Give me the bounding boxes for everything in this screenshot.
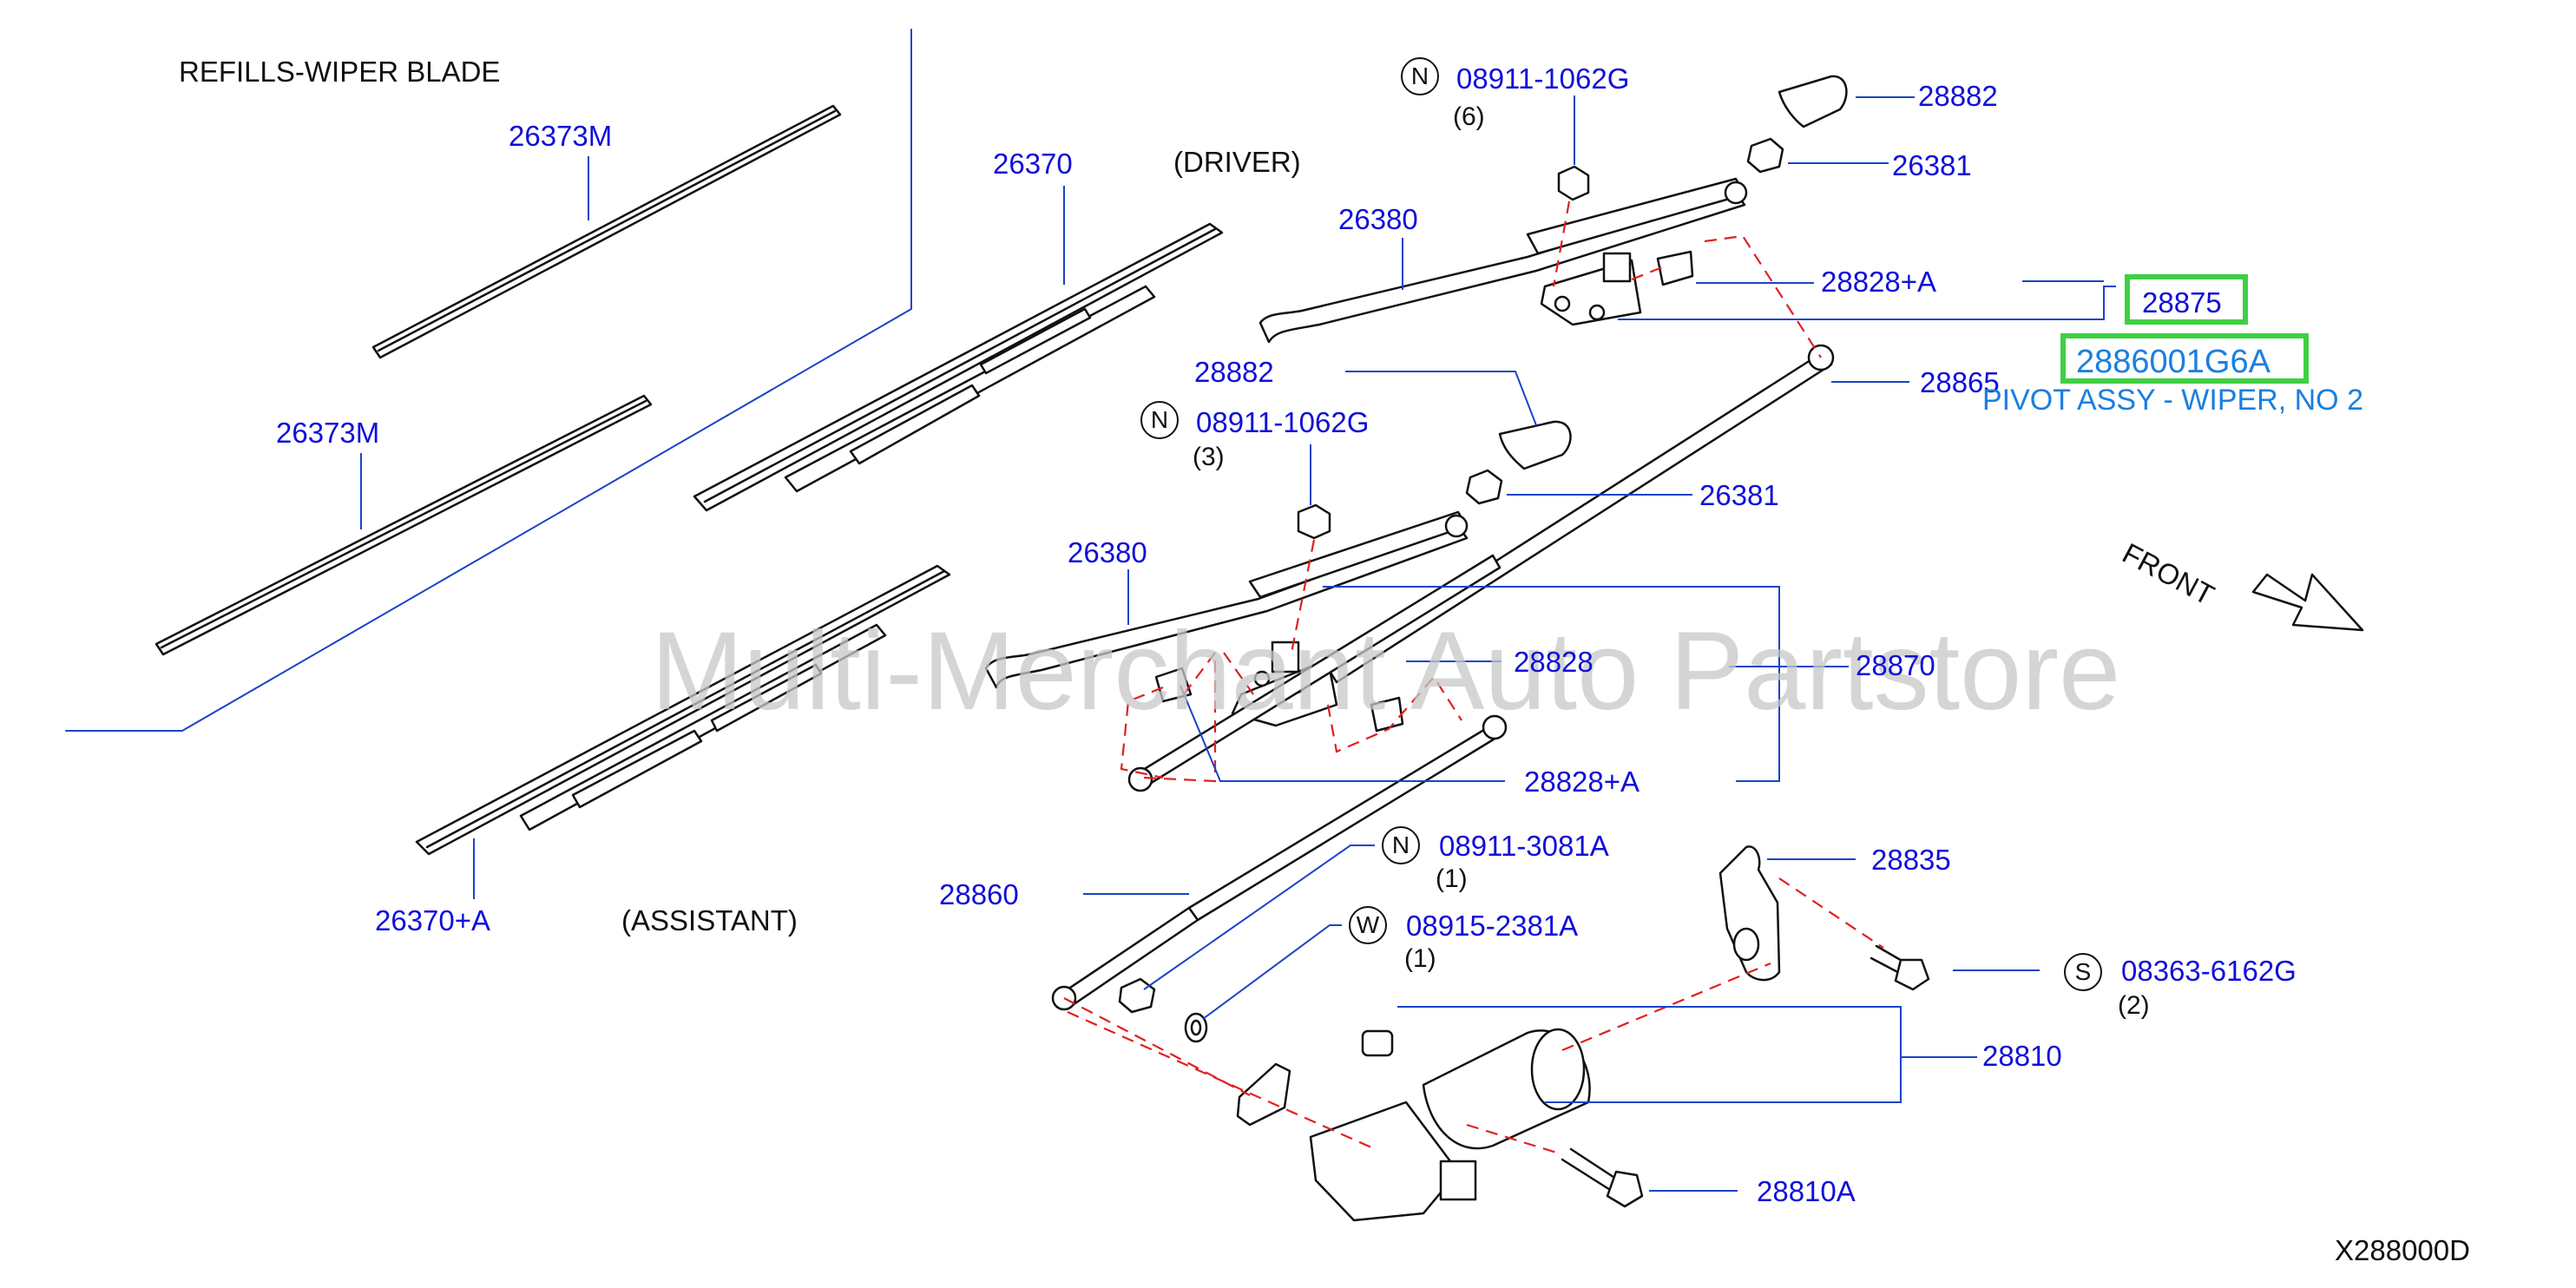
qty-screw-2: (2) xyxy=(2118,991,2150,1020)
leader-nut-3081 xyxy=(1143,844,1375,990)
leader-washer xyxy=(1202,924,1342,1020)
cap-28882-mid-drawing xyxy=(1498,420,1572,470)
bolt-28810A-drawing xyxy=(1561,1147,1644,1208)
front-arrow-drawing xyxy=(2251,573,2364,632)
part-label-blade-assistant[interactable]: 26370+A xyxy=(375,904,491,936)
highlight-box-part-number[interactable]: 2886001G6A xyxy=(2060,333,2309,384)
nut-26381-mid-drawing xyxy=(1465,469,1503,505)
refill-section-outline xyxy=(65,29,912,732)
screw-symbol: S xyxy=(2064,953,2102,991)
part-label-arm-driver[interactable]: 26380 xyxy=(1338,203,1418,235)
part-label-link-upper[interactable]: 28865 xyxy=(1920,366,2000,398)
highlight-description: PIVOT ASSY - WIPER, NO 2 xyxy=(1982,384,2363,417)
highlight-part-number: 2886001G6A xyxy=(2076,344,2270,380)
leader-linkage xyxy=(1323,586,1780,782)
part-label-cap-top[interactable]: 28882 xyxy=(1918,80,1998,112)
dash-bracket-screw xyxy=(1778,877,1884,949)
qty-nut-3: (3) xyxy=(1193,443,1225,471)
cap-28882-top-drawing xyxy=(1778,75,1848,128)
dash-motor-link xyxy=(1063,997,1251,1096)
highlight-box-pivot-assy[interactable]: 28875 xyxy=(2125,274,2248,325)
section-title: REFILLS-WIPER BLADE xyxy=(179,56,501,88)
part-label-pivot-assy: 28875 xyxy=(2142,286,2222,319)
leader-pivot-assy xyxy=(1618,286,2116,320)
part-label-refill-bottom[interactable]: 26373M xyxy=(276,417,380,449)
part-label-cap-mid[interactable]: 28882 xyxy=(1194,356,1274,388)
part-label-link-lower[interactable]: 28860 xyxy=(939,878,1019,910)
dash-lower-right-2 xyxy=(1223,652,1254,695)
part-label-bush-low[interactable]: 28828+A xyxy=(1524,766,1640,798)
part-label-nut-3[interactable]: 08911-1062G xyxy=(1196,406,1370,438)
upper-arm-drawing xyxy=(1258,177,1748,344)
screw-08363-drawing xyxy=(1870,944,1930,991)
nut-08911-mid-drawing xyxy=(1297,503,1331,540)
nut-symbol: N xyxy=(1382,826,1420,864)
watermark: Multi-Merchant Auto Partstore xyxy=(651,609,2121,733)
nut-08911-top-drawing xyxy=(1557,165,1590,201)
dash-motor-clip xyxy=(1067,1010,1372,1149)
part-label-bush-top[interactable]: 28828+A xyxy=(1821,266,1937,298)
washer-symbol: W xyxy=(1349,906,1387,944)
dash-motor-bracket xyxy=(1561,962,1771,1052)
dash-upper-bush xyxy=(1631,264,1667,281)
nut-08911-3081A-drawing xyxy=(1118,977,1156,1014)
dash-lower-left-2 xyxy=(1143,649,1217,783)
part-label-arm-assistant[interactable]: 26380 xyxy=(1068,536,1147,568)
leader-motor xyxy=(1397,1006,1902,1103)
qty-washer-1: (1) xyxy=(1404,944,1436,973)
bracket-28835-drawing xyxy=(1718,845,1781,982)
dash-motor-bolt xyxy=(1466,1123,1563,1156)
clip-drawing xyxy=(1236,1062,1291,1127)
nut-symbol: N xyxy=(1401,57,1439,95)
part-label-motor-bolt[interactable]: 28810A xyxy=(1757,1175,1856,1207)
part-label-blade-driver[interactable]: 26370 xyxy=(993,148,1073,180)
part-label-screw-2[interactable]: 08363-6162G xyxy=(2121,955,2297,987)
part-label-bush-mid[interactable]: 28828 xyxy=(1514,646,1594,678)
part-label-nut-6[interactable]: 08911-1062G xyxy=(1456,62,1630,95)
leader-bush-low xyxy=(1180,685,1505,782)
dash-lower-right xyxy=(1326,675,1462,753)
dash-upper-link xyxy=(1704,234,1822,358)
washer-08915-drawing xyxy=(1184,1012,1208,1043)
nut-symbol: N xyxy=(1140,401,1179,439)
part-label-bracket[interactable]: 28835 xyxy=(1871,844,1951,876)
dash-upper-pivot xyxy=(1552,200,1571,287)
part-label-nut-top[interactable]: 26381 xyxy=(1892,149,1972,181)
diagram-code: X288000D xyxy=(2335,1234,2470,1266)
refill-top-drawing xyxy=(371,104,842,359)
driver-blade-drawing xyxy=(693,222,1224,512)
caption-driver: (DRIVER) xyxy=(1173,146,1301,178)
qty-nut-1: (1) xyxy=(1436,864,1468,893)
upper-pivot-drawing xyxy=(1540,250,1694,326)
part-label-motor[interactable]: 28810 xyxy=(1982,1040,2062,1072)
caption-assistant: (ASSISTANT) xyxy=(621,904,798,936)
part-label-linkage[interactable]: 28870 xyxy=(1856,649,1935,681)
part-label-nut-mid[interactable]: 26381 xyxy=(1699,479,1779,511)
refill-bottom-drawing xyxy=(154,394,653,656)
motor-drawing xyxy=(1309,1028,1591,1222)
part-label-nut-1[interactable]: 08911-3081A xyxy=(1439,830,1609,862)
assistant-blade-drawing xyxy=(415,564,951,856)
qty-nut-6: (6) xyxy=(1453,102,1485,131)
dash-lower-left xyxy=(1120,686,1164,779)
part-label-washer-1[interactable]: 08915-2381A xyxy=(1406,910,1579,942)
lower-arm-drawing xyxy=(984,510,1469,689)
leader-cap-mid xyxy=(1345,371,1537,426)
link-28860-drawing xyxy=(1051,554,1508,1011)
part-label-refill-top[interactable]: 26373M xyxy=(509,120,613,152)
nut-26381-top-drawing xyxy=(1746,137,1784,174)
